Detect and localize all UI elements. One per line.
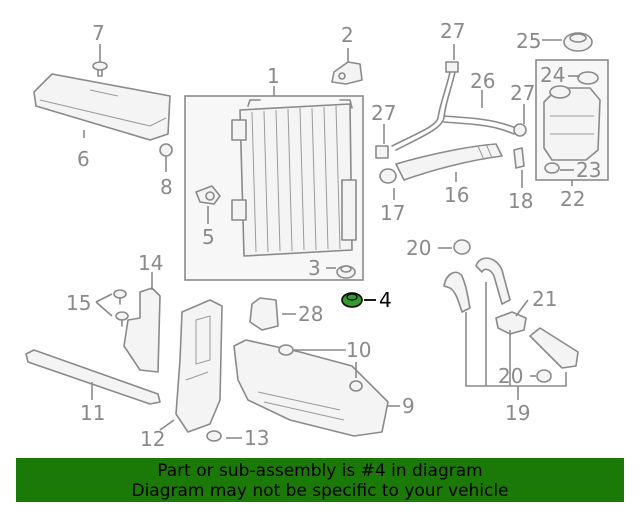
clip-7	[92, 61, 108, 77]
callout-24: 24	[540, 63, 565, 87]
hose-26	[391, 71, 517, 151]
fasteners-10	[278, 344, 363, 392]
callout-4: 4	[379, 288, 392, 312]
callout-11: 11	[80, 401, 105, 425]
radiator-bracket-5	[195, 185, 221, 205]
clamp-18	[513, 147, 525, 169]
clamp-20a	[453, 239, 471, 255]
block-28	[249, 297, 279, 331]
callout-2: 2	[341, 23, 354, 47]
upper-baffle-6	[33, 73, 171, 141]
bolt-8	[159, 143, 173, 163]
callout-5: 5	[202, 225, 215, 249]
reservoir-tank	[543, 85, 601, 161]
callout-10: 10	[346, 338, 371, 362]
callout-8: 8	[160, 175, 173, 199]
callout-27a: 27	[440, 19, 465, 43]
callout-26: 26	[470, 69, 495, 93]
callout-16: 16	[444, 183, 469, 207]
clamp-27c	[513, 123, 527, 137]
cap-25	[563, 32, 593, 52]
callout-numbers: 7 6 8 2 1 5 3 4 27 26 27 27 16 17 18 22 …	[66, 19, 601, 451]
clamp-27a	[445, 61, 459, 73]
callout-25: 25	[516, 29, 541, 53]
bracket-2	[331, 61, 363, 85]
hose-mid	[475, 257, 511, 305]
hose-right	[529, 327, 579, 369]
callout-7: 7	[92, 21, 105, 45]
side-deflector-12	[175, 299, 223, 433]
callout-21: 21	[532, 287, 557, 311]
callout-20b: 20	[498, 364, 523, 388]
grommet-3	[336, 265, 356, 279]
callout-14: 14	[138, 251, 163, 275]
callout-23: 23	[576, 158, 601, 182]
highlighted-part-4	[341, 292, 363, 308]
callout-17: 17	[380, 201, 405, 225]
callout-19: 19	[505, 401, 530, 425]
push-pins-15	[113, 289, 129, 327]
fitting-21	[495, 311, 527, 335]
callout-20a: 20	[406, 236, 431, 260]
info-banner: Part or sub-assembly is #4 in diagram Di…	[16, 458, 624, 502]
callout-12: 12	[140, 427, 165, 451]
bolt-13	[206, 430, 222, 442]
banner-line-1: Part or sub-assembly is #4 in diagram	[157, 461, 483, 481]
callout-18: 18	[508, 189, 533, 213]
callout-6: 6	[77, 147, 90, 171]
callout-22: 22	[560, 187, 585, 211]
callout-27b: 27	[371, 101, 396, 125]
clamp-17	[379, 168, 397, 184]
hose-left	[443, 271, 471, 313]
lower-seal-11	[25, 349, 161, 405]
radiator-core	[231, 99, 357, 257]
leader-lines	[83, 39, 580, 439]
hose-16	[395, 143, 503, 181]
callout-13: 13	[244, 426, 269, 450]
callout-27c: 27	[510, 81, 535, 105]
callout-3: 3	[308, 256, 321, 280]
callout-28: 28	[298, 302, 323, 326]
callout-9: 9	[402, 394, 415, 418]
side-seal-14	[123, 287, 161, 373]
clamp-23	[544, 162, 560, 174]
callout-1: 1	[267, 64, 280, 88]
cap-24	[577, 71, 599, 85]
clamp-20b	[536, 369, 552, 383]
banner-line-2: Diagram may not be specific to your vehi…	[131, 481, 509, 501]
clamp-27b	[375, 145, 389, 159]
callout-15: 15	[66, 291, 91, 315]
